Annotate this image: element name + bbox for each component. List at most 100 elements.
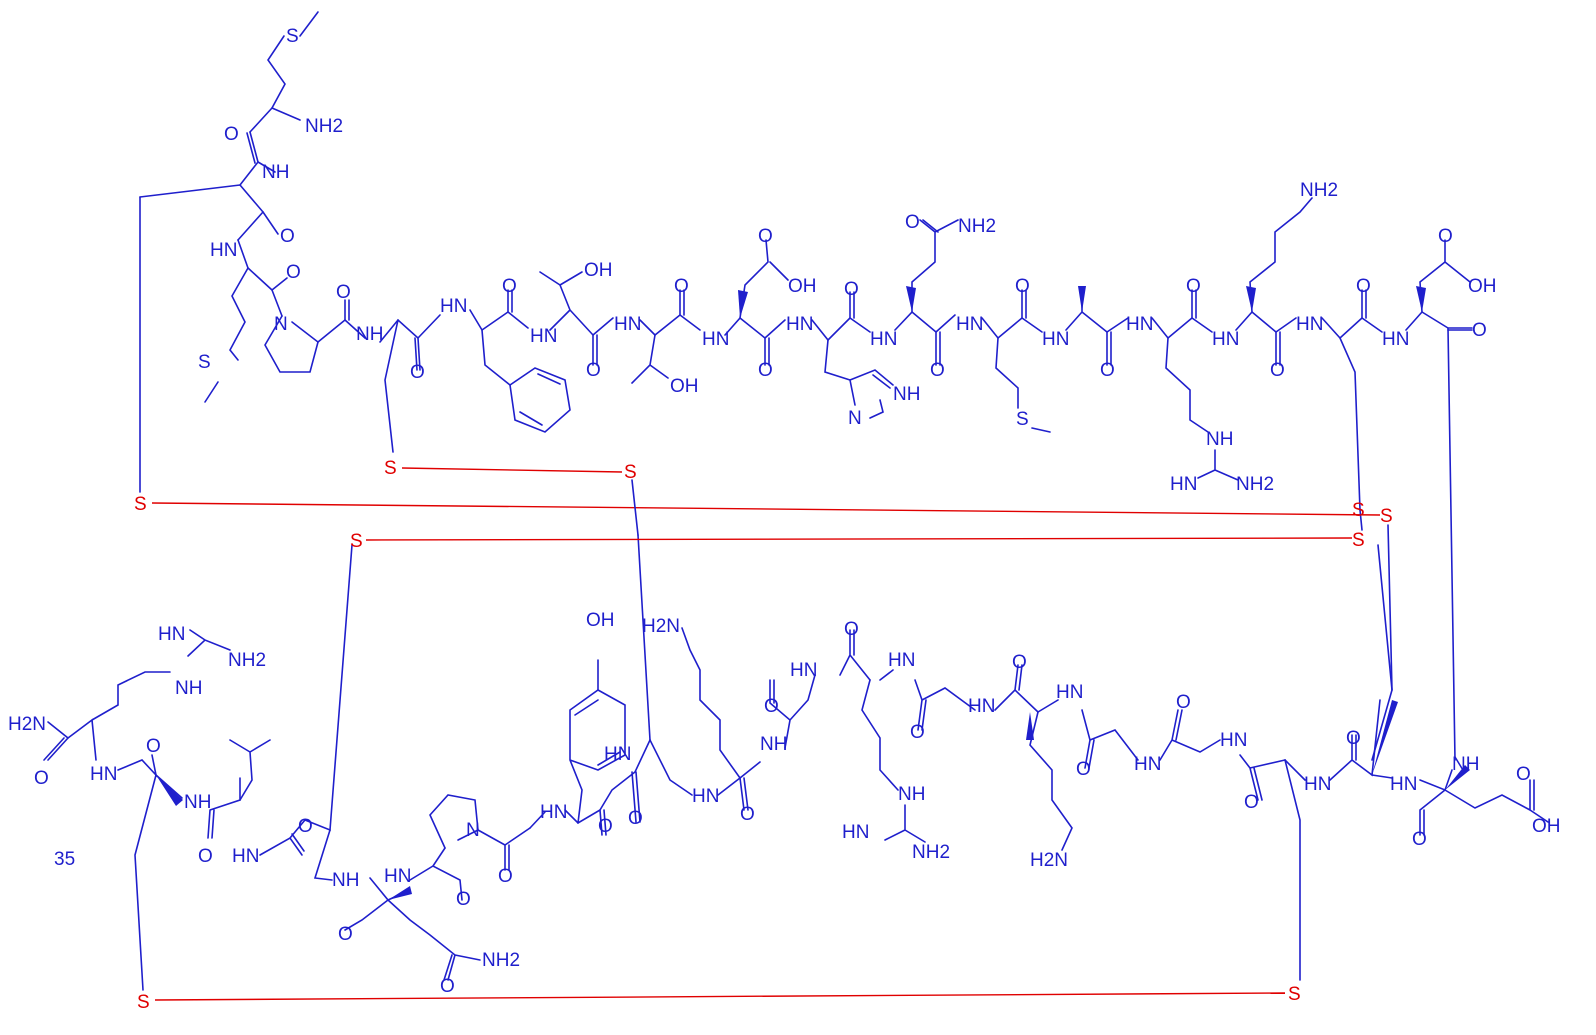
hydroxyl-label: OH xyxy=(788,276,817,297)
amine-label: NH2 xyxy=(305,116,343,137)
carbonyl-oxygen-label: O xyxy=(298,816,313,837)
sulfur-label: S xyxy=(1288,984,1301,1005)
carbonyl-oxygen-label: O xyxy=(338,924,353,945)
carbonyl-oxygen-label: O xyxy=(764,696,779,717)
lower-strand-bonds xyxy=(43,534,1549,991)
carbonyl-oxygen-label: O xyxy=(502,276,517,297)
amide-hn-label: HN xyxy=(90,764,117,785)
imidazole-n-label: N xyxy=(848,408,862,429)
carbonyl-oxygen-label: O xyxy=(1346,728,1361,749)
amine-label: NH2 xyxy=(1300,180,1338,201)
carbonyl-oxygen-label: O xyxy=(1186,276,1201,297)
carbonyl-oxygen-label: O xyxy=(1012,652,1027,673)
sulfur-label: S xyxy=(350,531,363,552)
sulfur-label: S xyxy=(1352,530,1365,551)
carbonyl-oxygen-label: O xyxy=(905,212,920,233)
amide-hn-label: HN xyxy=(1056,682,1083,703)
amide-nh2-label: NH2 xyxy=(482,950,520,971)
amide-hn-label: HN xyxy=(210,240,237,261)
amide-hn-label: HN xyxy=(1042,329,1069,350)
amide-nh-label: NH xyxy=(356,324,383,345)
carbonyl-oxygen-label: O xyxy=(224,124,239,145)
carbonyl-oxygen-label: O xyxy=(1015,276,1030,297)
amide-hn-label: HN xyxy=(232,846,259,867)
amide-hn-label: HN xyxy=(530,326,557,347)
guanidine-nh-label: NH xyxy=(1206,429,1233,450)
amide-hn-label: HN xyxy=(888,650,915,671)
guanidine-hn-label: HN xyxy=(1170,474,1197,495)
sulfur-label: S xyxy=(384,458,397,479)
sulfur-label: S xyxy=(1352,500,1365,521)
carbonyl-oxygen-label: O xyxy=(1472,320,1487,341)
carbonyl-oxygen-label: O xyxy=(628,808,643,829)
carbonyl-oxygen-label: O xyxy=(1356,276,1371,297)
hydroxyl-label: OH xyxy=(1532,816,1561,837)
sulfur-label: S xyxy=(134,494,147,515)
atom-labels: S NH2 O NH O HN O S N O NH O S HN O OH H… xyxy=(8,26,1561,1013)
disulfide-bond xyxy=(401,467,623,473)
carbonyl-oxygen-label: O xyxy=(198,846,213,867)
c-terminal-amide-label: H2N xyxy=(8,714,46,735)
amide-hn-label: HN xyxy=(790,660,817,681)
carbonyl-oxygen-label: O xyxy=(1176,692,1191,713)
guanidine-nh2-label: NH2 xyxy=(1236,474,1274,495)
carbonyl-oxygen-label: O xyxy=(286,262,301,283)
amide-hn-label: HN xyxy=(702,329,729,350)
sulfur-label: S xyxy=(624,462,637,483)
carbonyl-oxygen-label: O xyxy=(598,816,613,837)
amide-hn-label: HN xyxy=(1220,730,1247,751)
amide-hn-label: HN xyxy=(1382,329,1409,350)
carbonyl-oxygen-label: O xyxy=(410,362,425,383)
amide-nh-label: NH xyxy=(262,162,289,183)
carbonyl-oxygen-label: O xyxy=(34,768,49,789)
phenol-oh-label: OH xyxy=(586,610,615,631)
amide-nh-label: NH xyxy=(1452,754,1479,775)
carbonyl-oxygen-label: O xyxy=(740,804,755,825)
amide-hn-label: HN xyxy=(1212,329,1239,350)
carbonyl-oxygen-label: O xyxy=(758,226,773,247)
amide-hn-label: HN xyxy=(692,786,719,807)
amine-label: H2N xyxy=(1030,850,1068,871)
amide-hn-label: HN xyxy=(870,329,897,350)
guanidine-hn-label: HN xyxy=(842,822,869,843)
amide-nh-label: NH xyxy=(332,870,359,891)
carbonyl-oxygen-label: O xyxy=(1438,226,1453,247)
sulfur-label: S xyxy=(1016,409,1029,430)
amide-hn-label: HN xyxy=(1126,314,1153,335)
hydroxyl-label: OH xyxy=(1468,276,1497,297)
sulfur-label: S xyxy=(1380,506,1393,527)
carbonyl-oxygen-label: O xyxy=(1516,764,1531,785)
guanidine-hn-label: HN xyxy=(158,624,185,645)
amide-hn-label: HN xyxy=(1304,774,1331,795)
amide-hn-label: HN xyxy=(1134,754,1161,775)
amide-hn-label: HN xyxy=(786,314,813,335)
upper-strand-bonds xyxy=(139,11,1473,761)
carbonyl-oxygen-label: O xyxy=(336,282,351,303)
disulfide-bridges xyxy=(139,196,1393,1001)
guanidine-nh2-label: NH2 xyxy=(912,842,950,863)
carbonyl-oxygen-label: O xyxy=(280,226,295,247)
amide-nh-label: NH xyxy=(760,734,787,755)
carbonyl-oxygen-label: O xyxy=(844,619,859,640)
amide-hn-label: HN xyxy=(604,744,631,765)
disulfide-bond xyxy=(365,537,1353,541)
amine-label: H2N xyxy=(642,616,680,637)
carbonyl-oxygen-label: O xyxy=(844,279,859,300)
carbonyl-oxygen-label: O xyxy=(674,276,689,297)
amide-hn-label: HN xyxy=(540,802,567,823)
amide-hn-label: HN xyxy=(1296,314,1323,335)
amide-hn-label: HN xyxy=(384,866,411,887)
amide-hn-label: HN xyxy=(1390,774,1417,795)
amide-hn-label: HN xyxy=(440,296,467,317)
carbonyl-oxygen-label: O xyxy=(1412,829,1427,850)
carbonyl-oxygen-label: O xyxy=(1100,360,1115,381)
sulfur-label: S xyxy=(198,352,211,373)
carbonyl-oxygen-label: O xyxy=(456,889,471,910)
amide-hn-label: HN xyxy=(614,314,641,335)
guanidine-nh2-label: NH2 xyxy=(228,650,266,671)
carbonyl-oxygen-label: O xyxy=(440,976,455,997)
guanidine-nh-label: NH xyxy=(898,784,925,805)
amide-nh2-label: NH2 xyxy=(958,216,996,237)
